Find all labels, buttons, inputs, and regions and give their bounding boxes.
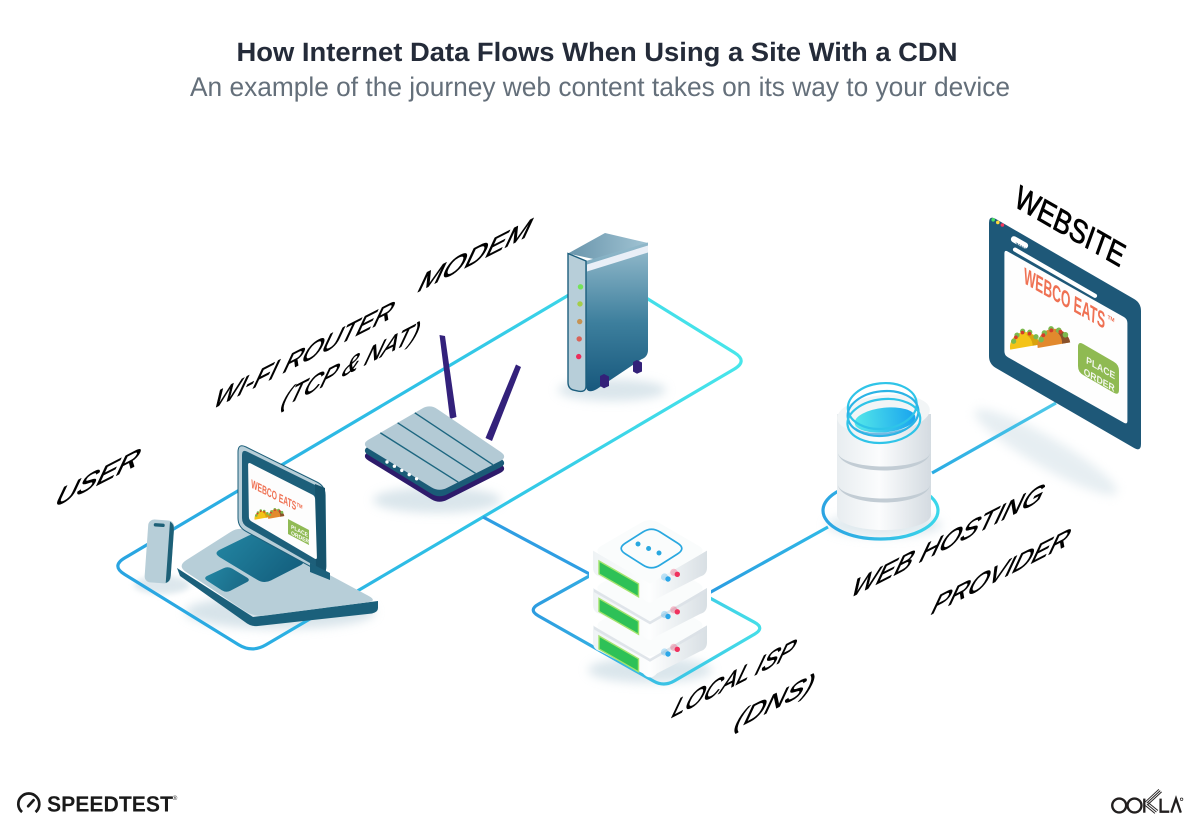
svg-text:MODEM: MODEM [412, 210, 539, 299]
svg-text:An example of the journey web: An example of the journey web content ta… [190, 72, 1010, 102]
svg-text:TM: TM [1107, 315, 1115, 325]
svg-text:How Internet Data Flows When U: How Internet Data Flows When Using a Sit… [237, 37, 958, 67]
svg-text:SPEEDTEST: SPEEDTEST [47, 792, 174, 817]
svg-text:USER: USER [50, 440, 148, 515]
svg-text:WWW: WWW [1015, 241, 1027, 253]
svg-text:®: ® [173, 795, 178, 802]
